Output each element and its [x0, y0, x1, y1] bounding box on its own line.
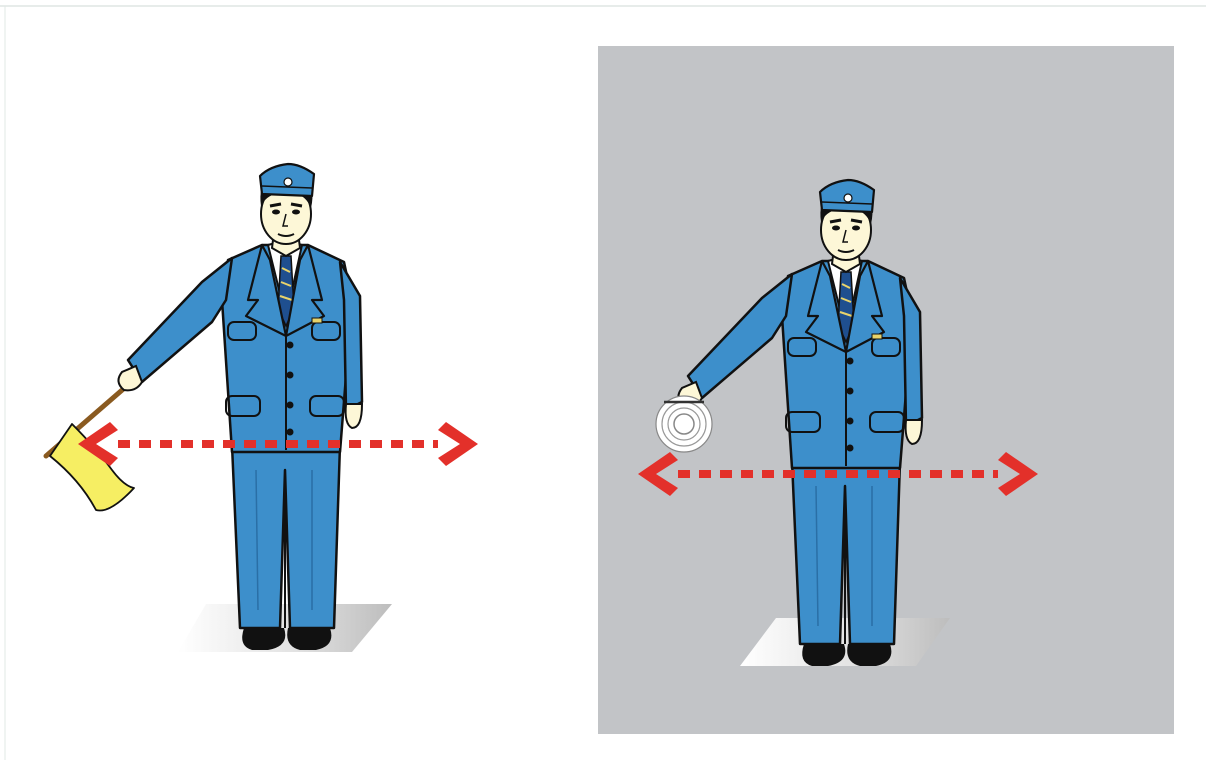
- signal-lamp-icon: [656, 396, 712, 452]
- signalman-figure: [128, 164, 362, 650]
- panel-day-signal: [46, 164, 478, 652]
- panel-night-signal: [598, 46, 1174, 734]
